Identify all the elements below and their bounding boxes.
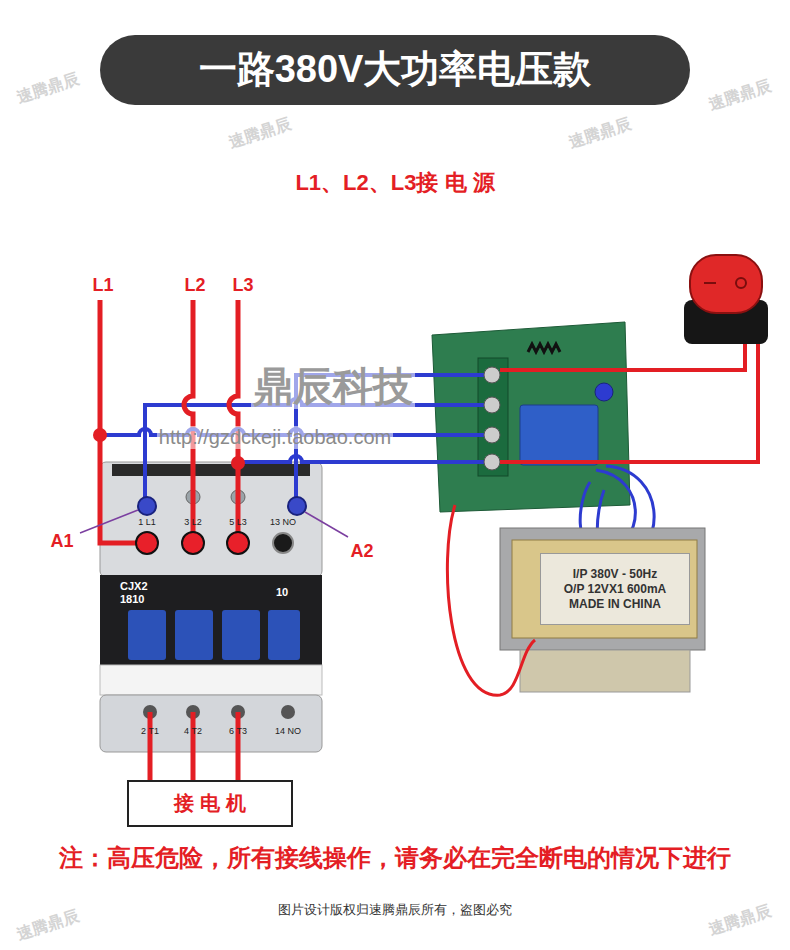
phase-wire [100,300,136,543]
phase-label: L3 [232,275,253,296]
contactor-body: CJX2 1810 10 [100,462,322,752]
transformer-label: I/P 380V - 50HzO/P 12VX1 600mAMADE IN CH… [540,553,690,625]
capacitor [595,383,613,401]
switch-rocker [690,255,762,313]
copyright-note: 图片设计版权归速腾鼎辰所有，盗图必究 [278,903,512,918]
switch-mark [736,278,746,288]
contactor-bottom [100,695,322,752]
junction-dot [231,456,245,470]
watermark-text: 速腾鼎辰 [567,114,634,151]
coil-label: A1 [50,531,73,552]
leader-line [80,510,138,533]
watermark-text: 速腾鼎辰 [15,906,82,943]
terminal-number: 5 L3 [229,517,247,527]
antenna-coil [528,344,560,352]
contactor-band [100,665,322,695]
junction-dot [93,428,107,442]
phase-label: L1 [92,275,113,296]
terminal-number: 1 L1 [138,517,156,527]
power-terminal [227,532,249,554]
terminal-number: 6 T3 [229,726,247,736]
contact-code: 10 [276,586,288,599]
aux-terminal [273,533,293,553]
switch-mark [704,282,716,284]
title-text: 一路380V大功率电压款 [199,48,592,92]
terminal-number: 2 T1 [141,726,159,736]
motor-wire [148,752,153,780]
board-screw [484,397,500,413]
watermark-text: 速腾鼎辰 [707,901,774,938]
contactor-button [222,610,260,660]
title-bar [100,35,690,105]
watermark-url: http://gzdckeji.taobao.com [157,426,393,449]
watermark-text: 鼎辰科技 [251,363,415,409]
switch-wire [500,340,745,370]
phase-wire [184,300,193,532]
terminal-number: 4 T2 [184,726,202,736]
switch-wire [500,340,758,462]
contactor-top [100,462,322,577]
transformer-body [500,528,705,650]
motor-wire [236,752,241,780]
contactor-button [128,610,166,660]
terminal-number: 3 L2 [184,517,202,527]
board-screw [484,454,500,470]
motor-box: 接 电 机 [127,780,293,827]
coil-terminal [138,497,156,515]
contactor-button [175,610,213,660]
watermark-text: 速腾鼎辰 [707,76,774,113]
coil-terminal [288,497,306,515]
motor-text: 接 电 机 [174,791,245,816]
phase-label: L2 [184,275,205,296]
contactor-middle [100,575,322,665]
transformer-text: MADE IN CHINA [569,597,661,612]
board-screw [484,367,500,383]
motor-wire [191,752,196,780]
watermark-text: 速腾鼎辰 [227,114,294,151]
power-terminal [136,532,158,554]
watermark-text: 速腾鼎辰 [15,69,82,106]
phase-wire [229,300,238,532]
relay [520,405,598,465]
terminal-hole [281,705,295,719]
contactor-button [268,610,300,660]
transformer-frame [512,540,697,638]
transformer-wire [447,505,535,695]
transformer-text: O/P 12VX1 600mA [564,582,667,597]
transformer-coil [520,650,690,692]
coil-label: A2 [350,541,373,562]
transformer-text: I/P 380V - 50Hz [573,567,658,582]
receiver-board [432,322,630,512]
supply-wire [238,456,490,462]
control-wire [145,399,490,497]
board-screw [484,427,500,443]
terminal-number: 14 NO [275,726,301,736]
model-text: CJX2 1810 [120,580,154,606]
terminal-number: 13 NO [270,517,296,527]
contactor-cap [112,464,310,476]
warning-note: 注：高压危险，所有接线操作，请务必在完全断电的情况下进行 [59,844,731,872]
leader-line [305,512,348,537]
power-heading: L1、L2、L3接 电 源 [295,170,494,195]
power-terminal [182,532,204,554]
